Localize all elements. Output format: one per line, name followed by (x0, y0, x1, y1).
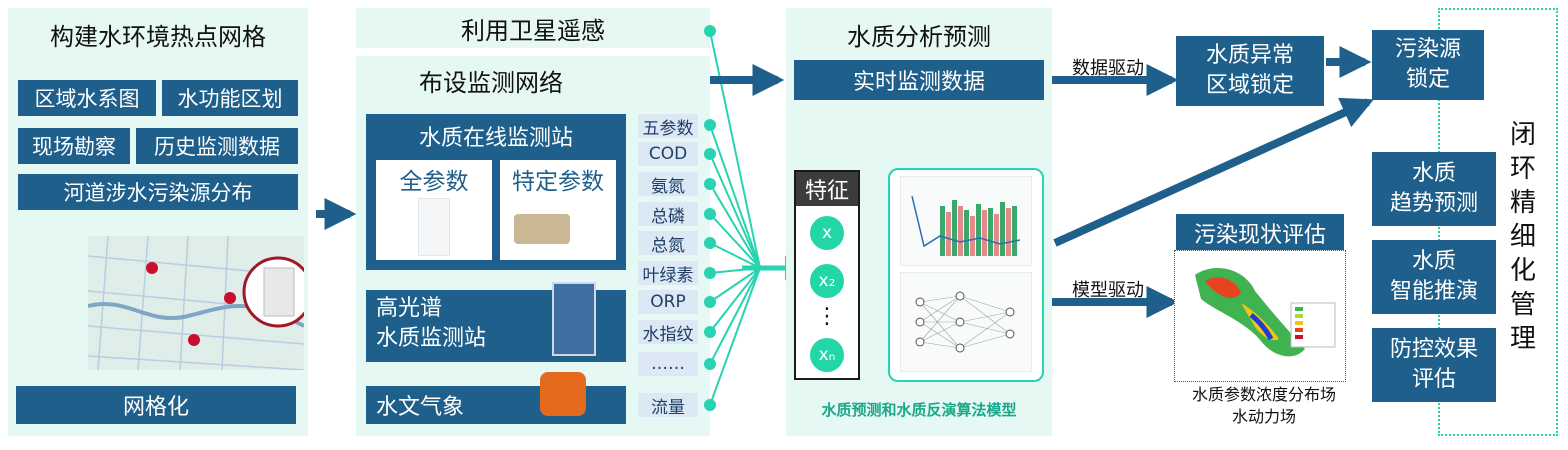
connector-dot (704, 326, 716, 338)
connector-dot (704, 119, 716, 131)
full-params-label: 全参数 (399, 169, 469, 195)
feature-dots: ⋮ (816, 303, 838, 329)
param-tn: 总氮 (638, 231, 698, 256)
feature-x1: x (810, 216, 844, 250)
satellite-panel (356, 8, 710, 48)
feature-x2: x₂ (810, 264, 844, 298)
tag-water-function-zoning: 水功能区划 (162, 80, 298, 116)
model-bar-chart-image (899, 175, 1033, 267)
tag-water-system-map: 区域水系图 (18, 80, 156, 116)
tag-site-survey: 现场勘察 (18, 128, 130, 164)
connector-dot (704, 267, 716, 279)
anomaly-lock-box: 水质异常 区域锁定 (1176, 36, 1324, 106)
map-marker (146, 262, 158, 274)
param-flow: 流量 (638, 393, 698, 418)
hyperspectral-label: 高光谱 水质监测站 (376, 296, 487, 351)
param-ammonia: 氨氮 (638, 172, 698, 197)
intelligent-inference-box: 水质 智能推演 (1372, 240, 1496, 314)
connector-dot (704, 296, 716, 308)
connector-dot (704, 25, 716, 37)
model-driven-label: 模型驱动 (1072, 280, 1144, 301)
param-tp: 总磷 (638, 202, 698, 227)
connector-dot (704, 148, 716, 160)
feature-title: 特征 (796, 172, 858, 206)
tag-history-data: 历史监测数据 (136, 128, 298, 164)
pollution-map (1174, 250, 1346, 382)
satellite-title: 利用卫星遥感 (461, 16, 605, 45)
model-to-source-arrow (1053, 97, 1374, 247)
connector-dot (704, 237, 716, 249)
trend-forecast-box: 水质 趋势预测 (1372, 152, 1496, 226)
feature-xn: xₙ (810, 338, 844, 372)
connector-dot (704, 358, 716, 370)
analyzer-cabinet-image (418, 198, 450, 256)
network-title: 布设监测网络 (419, 68, 563, 97)
param-ellipsis: …… (638, 352, 698, 376)
grid-map-image (88, 236, 304, 370)
online-station-title: 水质在线监测站 (418, 126, 573, 151)
gridding-result: 网格化 (16, 386, 296, 424)
tag-pollution-source-distribution: 河道涉水污染源分布 (18, 174, 298, 210)
connector-dot (704, 178, 716, 190)
model-caption: 水质预测和水质反演算法模型 (821, 400, 1017, 419)
map-caption: 水质参数浓度分布场 水动力场 (1191, 385, 1336, 426)
sensor-probe-image (514, 214, 570, 244)
connector-dot (704, 208, 716, 220)
status-eval-box: 污染现状评估 (1176, 214, 1344, 252)
specific-params-label: 特定参数 (512, 169, 604, 195)
map-marker (188, 334, 200, 346)
param-fan-lines (709, 30, 761, 406)
source-lock-box: 污染源 锁定 (1372, 30, 1484, 100)
hydromet-label: 水文气象 (376, 395, 465, 420)
effect-eval-box: 防控效果 评估 (1372, 328, 1496, 402)
param-five: 五参数 (638, 114, 698, 139)
analysis-title: 水质分析预测 (847, 22, 991, 51)
connector-dot (704, 399, 716, 411)
map-marker (224, 292, 236, 304)
hyperspectral-station-image (552, 282, 596, 356)
param-orp: ORP (638, 290, 698, 314)
param-chlorophyll: 叶绿素 (638, 261, 698, 286)
realtime-data: 实时监测数据 (794, 60, 1044, 100)
data-driven-label: 数据驱动 (1072, 58, 1144, 79)
param-fingerprint: 水指纹 (638, 320, 698, 345)
model-network-image (899, 271, 1033, 373)
closed-loop-label: 闭环精细化管理 (1509, 120, 1536, 354)
grid-title: 构建水环境热点网格 (50, 22, 266, 51)
weather-device-image (540, 372, 586, 416)
grid-panel (8, 8, 308, 436)
param-cod: COD (638, 142, 698, 166)
